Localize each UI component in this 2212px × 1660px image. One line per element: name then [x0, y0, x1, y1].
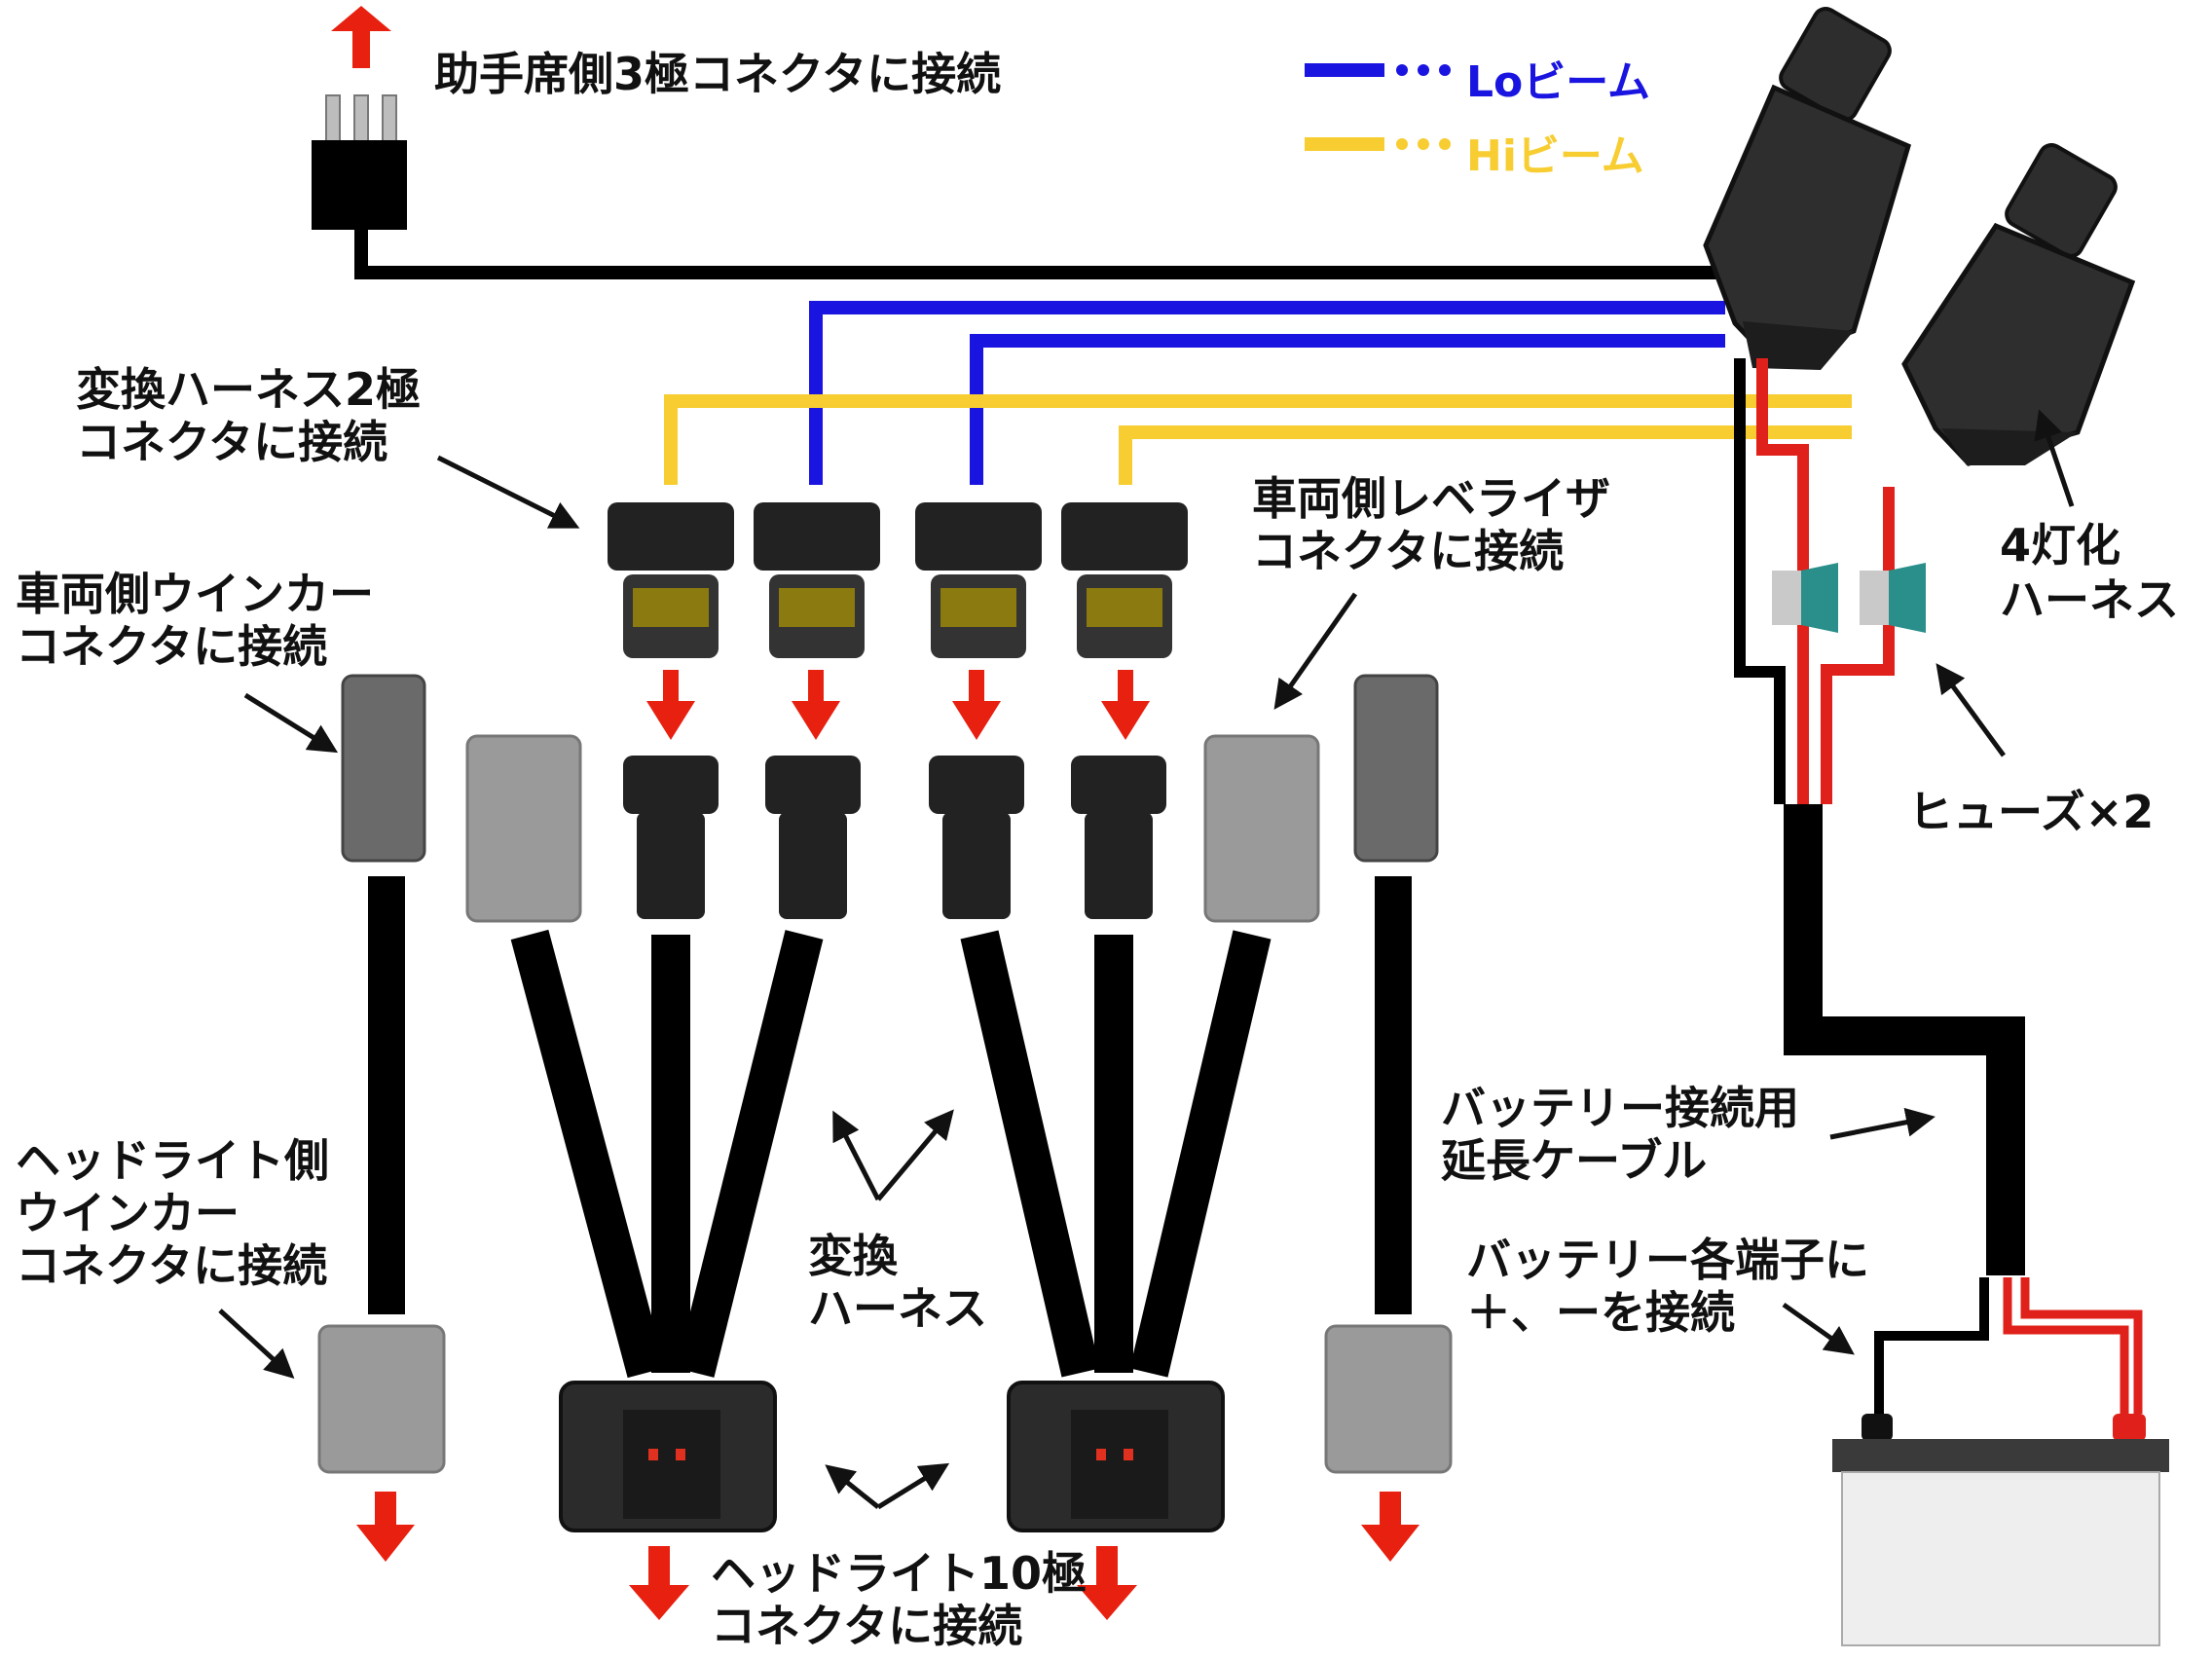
- battery-negative-lead: [1874, 1277, 1989, 1414]
- conversion-harness-left: [510, 929, 824, 1379]
- label-vehicle-winker-1: 車両側ウインカー: [16, 568, 374, 620]
- lo-beam-wire-2: [970, 334, 1725, 485]
- label-conv-harness-1: 変換: [808, 1230, 898, 1282]
- fuse-1: [1772, 563, 1838, 633]
- label-battery-term-1: バッテリー各端子に: [1466, 1234, 1869, 1286]
- passenger-3pin-up-arrow: [331, 6, 391, 68]
- black-wire-passenger: [354, 230, 1725, 279]
- hi-beam-wire-2: [1119, 425, 1852, 485]
- label-headlight-winker-2: ウインカー: [16, 1187, 240, 1239]
- label-headlight-10pin-2: コネクタに接続: [711, 1600, 1023, 1652]
- conv-2pin-connector-1: [608, 502, 734, 658]
- relay-red-wire-2: [1821, 487, 1895, 804]
- hi-beam-wire-1: [664, 394, 1852, 485]
- pointer-arrows: [218, 409, 2075, 1510]
- battery: [1832, 1414, 2169, 1646]
- leveler-connector-1: [623, 756, 719, 919]
- label-headlight-10pin-1: ヘッドライト10極: [711, 1547, 1088, 1600]
- winker-connector-left-inner: [465, 734, 582, 923]
- label-headlight-winker-1: ヘッドライト側: [16, 1134, 329, 1187]
- label-passenger-3pin: 助手席側3極コネクタに接続: [434, 48, 1002, 100]
- arrow-down-conv-1: [646, 670, 695, 740]
- label-battery-ext-2: 延長ケーブル: [1441, 1134, 1708, 1187]
- passenger-3pin-connector: [312, 94, 407, 230]
- arrow-down-10pin-left: [629, 1546, 689, 1620]
- conv-2pin-connector-4: [1061, 502, 1188, 658]
- winker-connector-left-outer: [341, 674, 426, 863]
- arrow-down-conv-3: [952, 670, 1001, 740]
- label-conv-2pin-1: 変換ハーネス2極: [76, 363, 422, 416]
- relay-red-wire-1: [1756, 358, 1809, 804]
- winker-connector-right-inner: [1203, 734, 1320, 923]
- battery-positive-lead: [2003, 1277, 2143, 1414]
- headlight-10pin-connector-left: [559, 1381, 777, 1532]
- label-leveler-2: コネクタに接続: [1252, 525, 1565, 577]
- label-battery-ext-1: バッテリー接続用: [1441, 1082, 1799, 1134]
- label-four-lamp-1: 4灯化: [2000, 519, 2121, 572]
- relay-module-1: [1703, 7, 1912, 370]
- label-conv-harness-2: ハーネス: [808, 1282, 987, 1335]
- conv-2pin-connector-2: [754, 502, 880, 658]
- label-battery-term-2: ＋、ーを接続: [1466, 1286, 1735, 1339]
- leveler-connector-3: [929, 756, 1024, 919]
- relay-black-wire: [1734, 358, 1786, 804]
- arrow-down-10pin-right: [1077, 1546, 1137, 1620]
- headlight-winker-connector-left: [317, 1324, 446, 1474]
- headlight-10pin-connector-right: [1007, 1381, 1225, 1532]
- headlight-winker-connector-right: [1324, 1324, 1453, 1474]
- label-conv-2pin-2: コネクタに接続: [76, 416, 388, 468]
- winker-cable-left: [368, 876, 405, 1314]
- legend-hi-line: [1305, 137, 1451, 151]
- relay-module-2: [1901, 143, 2136, 466]
- label-four-lamp-2: ハーネス: [2000, 573, 2179, 626]
- leveler-connector-2: [765, 756, 861, 919]
- fuse-2: [1860, 563, 1926, 633]
- winker-connector-right-outer: [1353, 674, 1439, 863]
- arrow-down-conv-4: [1101, 670, 1150, 740]
- arrow-down-winker-right: [1361, 1492, 1419, 1562]
- battery-extension-cable: [1784, 804, 2025, 1275]
- legend-lo-label: Loビーム: [1466, 57, 1650, 107]
- arrow-down-conv-2: [792, 670, 840, 740]
- leveler-connector-4: [1071, 756, 1166, 919]
- winker-cable-right: [1375, 876, 1412, 1314]
- label-fuse: ヒューズ×2: [1908, 786, 2155, 838]
- legend-hi-label: Hiビーム: [1466, 131, 1644, 181]
- label-leveler-1: 車両側レベライザ: [1252, 472, 1610, 525]
- arrow-down-winker-left: [356, 1492, 415, 1562]
- lo-beam-wire-1: [809, 301, 1725, 485]
- legend-lo-line: [1305, 63, 1451, 77]
- conversion-harness-right: [960, 930, 1272, 1378]
- label-vehicle-winker-2: コネクタに接続: [16, 620, 328, 673]
- label-headlight-winker-3: コネクタに接続: [16, 1239, 328, 1292]
- conv-2pin-connector-3: [915, 502, 1042, 658]
